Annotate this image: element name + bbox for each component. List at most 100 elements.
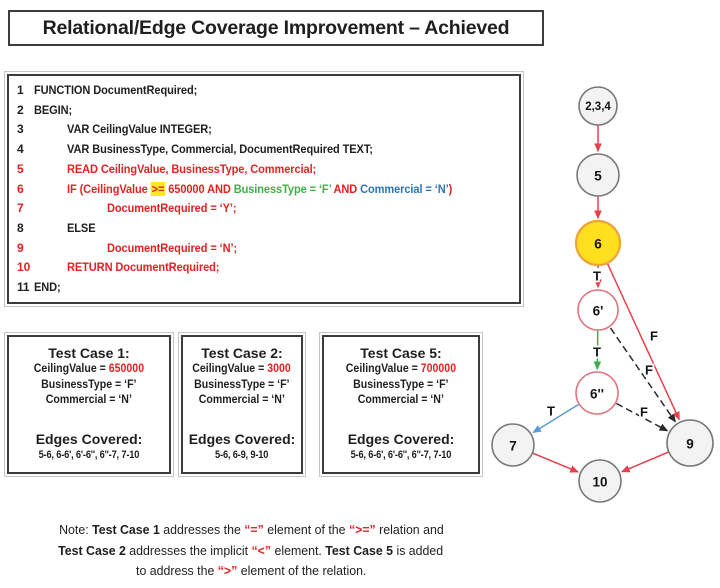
node-6': [577, 289, 619, 331]
text-segment: BusinessType = ‘F’: [233, 181, 331, 196]
edge-label-T-n6p-n6pp: T: [593, 345, 601, 360]
note-line: Test Case 2 addresses the implicit “<” e…: [0, 541, 502, 562]
text-segment: 700000: [420, 363, 457, 375]
text-segment: Test Case 1: [91, 522, 160, 537]
text-segment: relation and: [375, 522, 444, 537]
edges-list-text: 5-6, 6-6', 6'-6'', 6''-7, 7-10: [38, 448, 140, 461]
note-line-text: Test Case 2 addresses the implicit “<” e…: [58, 541, 443, 562]
field-text: CeilingValue = 3000: [193, 362, 292, 378]
text-segment: BusinessType = ‘F’: [194, 378, 290, 391]
node-label-7: 7: [509, 439, 517, 454]
code-line-number: 8: [17, 220, 24, 235]
node-label-6'': 6'': [590, 387, 604, 402]
code-line-number: 1: [17, 83, 24, 97]
code-line-number: 9: [17, 240, 24, 255]
node-6: [574, 219, 622, 267]
node-label-5: 5: [594, 169, 602, 184]
text-segment: AND: [330, 181, 361, 196]
test-case-field: BusinessType = ‘F’: [324, 378, 478, 394]
code-line-text: RETURN DocumentRequired;: [67, 258, 219, 278]
code-line-number: 5: [17, 161, 24, 176]
edges-covered-list: 5-6, 6-6', 6'-6'', 6''-7, 7-10: [9, 448, 169, 463]
text-segment: “>”: [217, 563, 238, 578]
edge-label-F-n6p-n9: F: [645, 363, 653, 378]
edges-covered-list: 5-6, 6-6', 6'-6'', 6''-7, 7-10: [324, 448, 478, 463]
text-segment: BusinessType = ‘F’: [353, 378, 449, 391]
code-line: 1 FUNCTION DocumentRequired;: [17, 81, 519, 101]
node-6'': [575, 371, 619, 415]
text-segment: element.: [271, 542, 326, 558]
edges-list-text: 5-6, 6-6', 6'-6'', 6''-7, 7-10: [350, 448, 452, 461]
test-case-field: BusinessType = ‘F’: [9, 378, 169, 394]
edge-n6-n9: [597, 242, 680, 421]
text-segment: IF (CeilingValue: [67, 181, 151, 196]
text-segment: ): [448, 181, 453, 196]
edge-label-F-n6pp-n9: F: [640, 405, 648, 420]
code-line-text: ELSE: [67, 219, 96, 239]
title-box: Relational/Edge Coverage Improvement – A…: [8, 10, 544, 46]
text-segment: Commercial = ‘N’: [45, 394, 133, 406]
node-9: [666, 419, 714, 467]
code-line-number: 3: [17, 122, 24, 137]
code-line: 8 ELSE: [17, 219, 519, 239]
text-segment: to address the: [135, 563, 218, 578]
test-case-title: Test Case 2:: [201, 345, 283, 361]
test-case-field: CeilingValue = 700000: [324, 362, 478, 378]
edge-n6p-n9: [597, 309, 676, 423]
note-line: to address the “>” element of the relati…: [0, 561, 502, 582]
node-label-2,3,4: 2,3,4: [585, 101, 611, 113]
edges-list-text: 5-6, 6-9, 9-10: [215, 448, 269, 461]
text-segment: DocumentRequired = ‘N’;: [107, 240, 238, 255]
text-segment: >=: [150, 181, 166, 196]
node-7: [491, 423, 535, 467]
note: Note: Test Case 1 addresses the “=” elem…: [0, 520, 502, 582]
test-case-field: BusinessType = ‘F’: [183, 378, 301, 394]
code-line-number: 4: [17, 142, 24, 157]
code-line-number: 11: [17, 280, 30, 295]
node-2,3,4: [578, 86, 618, 126]
edge-label-T-n6pp-n7: T: [547, 404, 555, 419]
code-line: 5 READ CeilingValue, BusinessType, Commer…: [17, 160, 519, 180]
text-segment: CeilingValue =: [33, 363, 109, 375]
node-10: [578, 459, 622, 503]
test-case-field: Commercial = ‘N’: [9, 393, 169, 409]
text-segment: CeilingValue =: [192, 363, 268, 375]
field-text: BusinessType = ‘F’: [353, 378, 448, 394]
edges-covered-list: 5-6, 6-9, 9-10: [183, 448, 301, 463]
text-segment: BEGIN;: [34, 102, 73, 117]
code-line-text: FUNCTION DocumentRequired;: [34, 81, 197, 101]
text-segment: is added: [393, 542, 444, 558]
code-line-text: READ CeilingValue, BusinessType, Commerc…: [67, 160, 316, 180]
page-title: Relational/Edge Coverage Improvement – A…: [42, 16, 510, 39]
text-segment: addresses the: [159, 522, 244, 537]
text-segment: Commercial = ‘N’: [357, 394, 445, 406]
test-case-field: Commercial = ‘N’: [324, 393, 478, 409]
code-line-text: DocumentRequired = ‘Y’;: [107, 199, 237, 219]
field-text: Commercial = ‘N’: [358, 393, 444, 409]
text-segment: “>=”: [348, 522, 376, 537]
edge-label-F-n6-n9: F: [650, 329, 658, 344]
test-case-title: Test Case 1:: [48, 345, 130, 361]
node-label-9: 9: [686, 437, 694, 452]
code-line-text: VAR BusinessType, Commercial, DocumentRe…: [67, 140, 373, 160]
test-case-field: CeilingValue = 650000: [9, 362, 169, 378]
text-segment: 650000 AND: [165, 181, 234, 196]
note-line-text: Note: Test Case 1 addresses the “=” elem…: [59, 520, 444, 541]
edge-label-T-n6-n6p: T: [593, 269, 601, 284]
code-line-text: VAR CeilingValue INTEGER;: [67, 120, 212, 140]
field-text: Commercial = ‘N’: [199, 393, 285, 409]
note-line: Note: Test Case 1 addresses the “=” elem…: [0, 520, 502, 541]
text-segment: 3000: [267, 363, 292, 375]
code-line: 9 DocumentRequired = ‘N’;: [17, 239, 519, 259]
text-segment: Test Case 5: [325, 542, 394, 558]
note-line-text: to address the “>” element of the relati…: [136, 561, 366, 582]
text-segment: VAR BusinessType, Commercial, DocumentRe…: [67, 142, 373, 157]
text-segment: addresses the implicit: [126, 542, 252, 558]
field-text: CeilingValue = 700000: [346, 362, 456, 378]
field-text: BusinessType = ‘F’: [41, 378, 136, 394]
